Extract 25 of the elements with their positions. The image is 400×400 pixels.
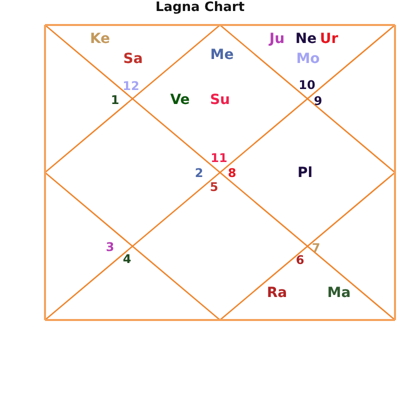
planet-label: Ju xyxy=(269,32,285,46)
planet-label: Pl xyxy=(297,166,313,180)
house-number: 10 xyxy=(298,79,316,91)
house-number: 9 xyxy=(314,95,322,107)
chart-title: Lagna Chart xyxy=(154,0,246,15)
house-number: 3 xyxy=(106,241,114,253)
house-number: 1 xyxy=(110,94,120,106)
planet-label: Mo xyxy=(296,52,320,66)
house-number: 6 xyxy=(296,254,304,266)
planet-label: Sa xyxy=(123,52,143,66)
house-number: 7 xyxy=(312,242,320,254)
house-number: 8 xyxy=(228,167,236,179)
planet-label: Ra xyxy=(266,286,288,300)
planet-label: Su xyxy=(210,93,230,107)
planet-label: Ne xyxy=(295,32,317,46)
house-number: 4 xyxy=(122,253,132,265)
planet-label: Ve xyxy=(170,93,190,107)
planet-label: Ke xyxy=(90,32,110,46)
planet-label: Ma xyxy=(327,286,351,300)
house-number: 11 xyxy=(210,152,228,164)
planet-label: Me xyxy=(210,48,234,62)
house-number: 5 xyxy=(210,181,218,193)
house-number: 2 xyxy=(194,167,204,179)
planet-label: Ur xyxy=(320,32,338,46)
house-number: 12 xyxy=(122,80,140,92)
